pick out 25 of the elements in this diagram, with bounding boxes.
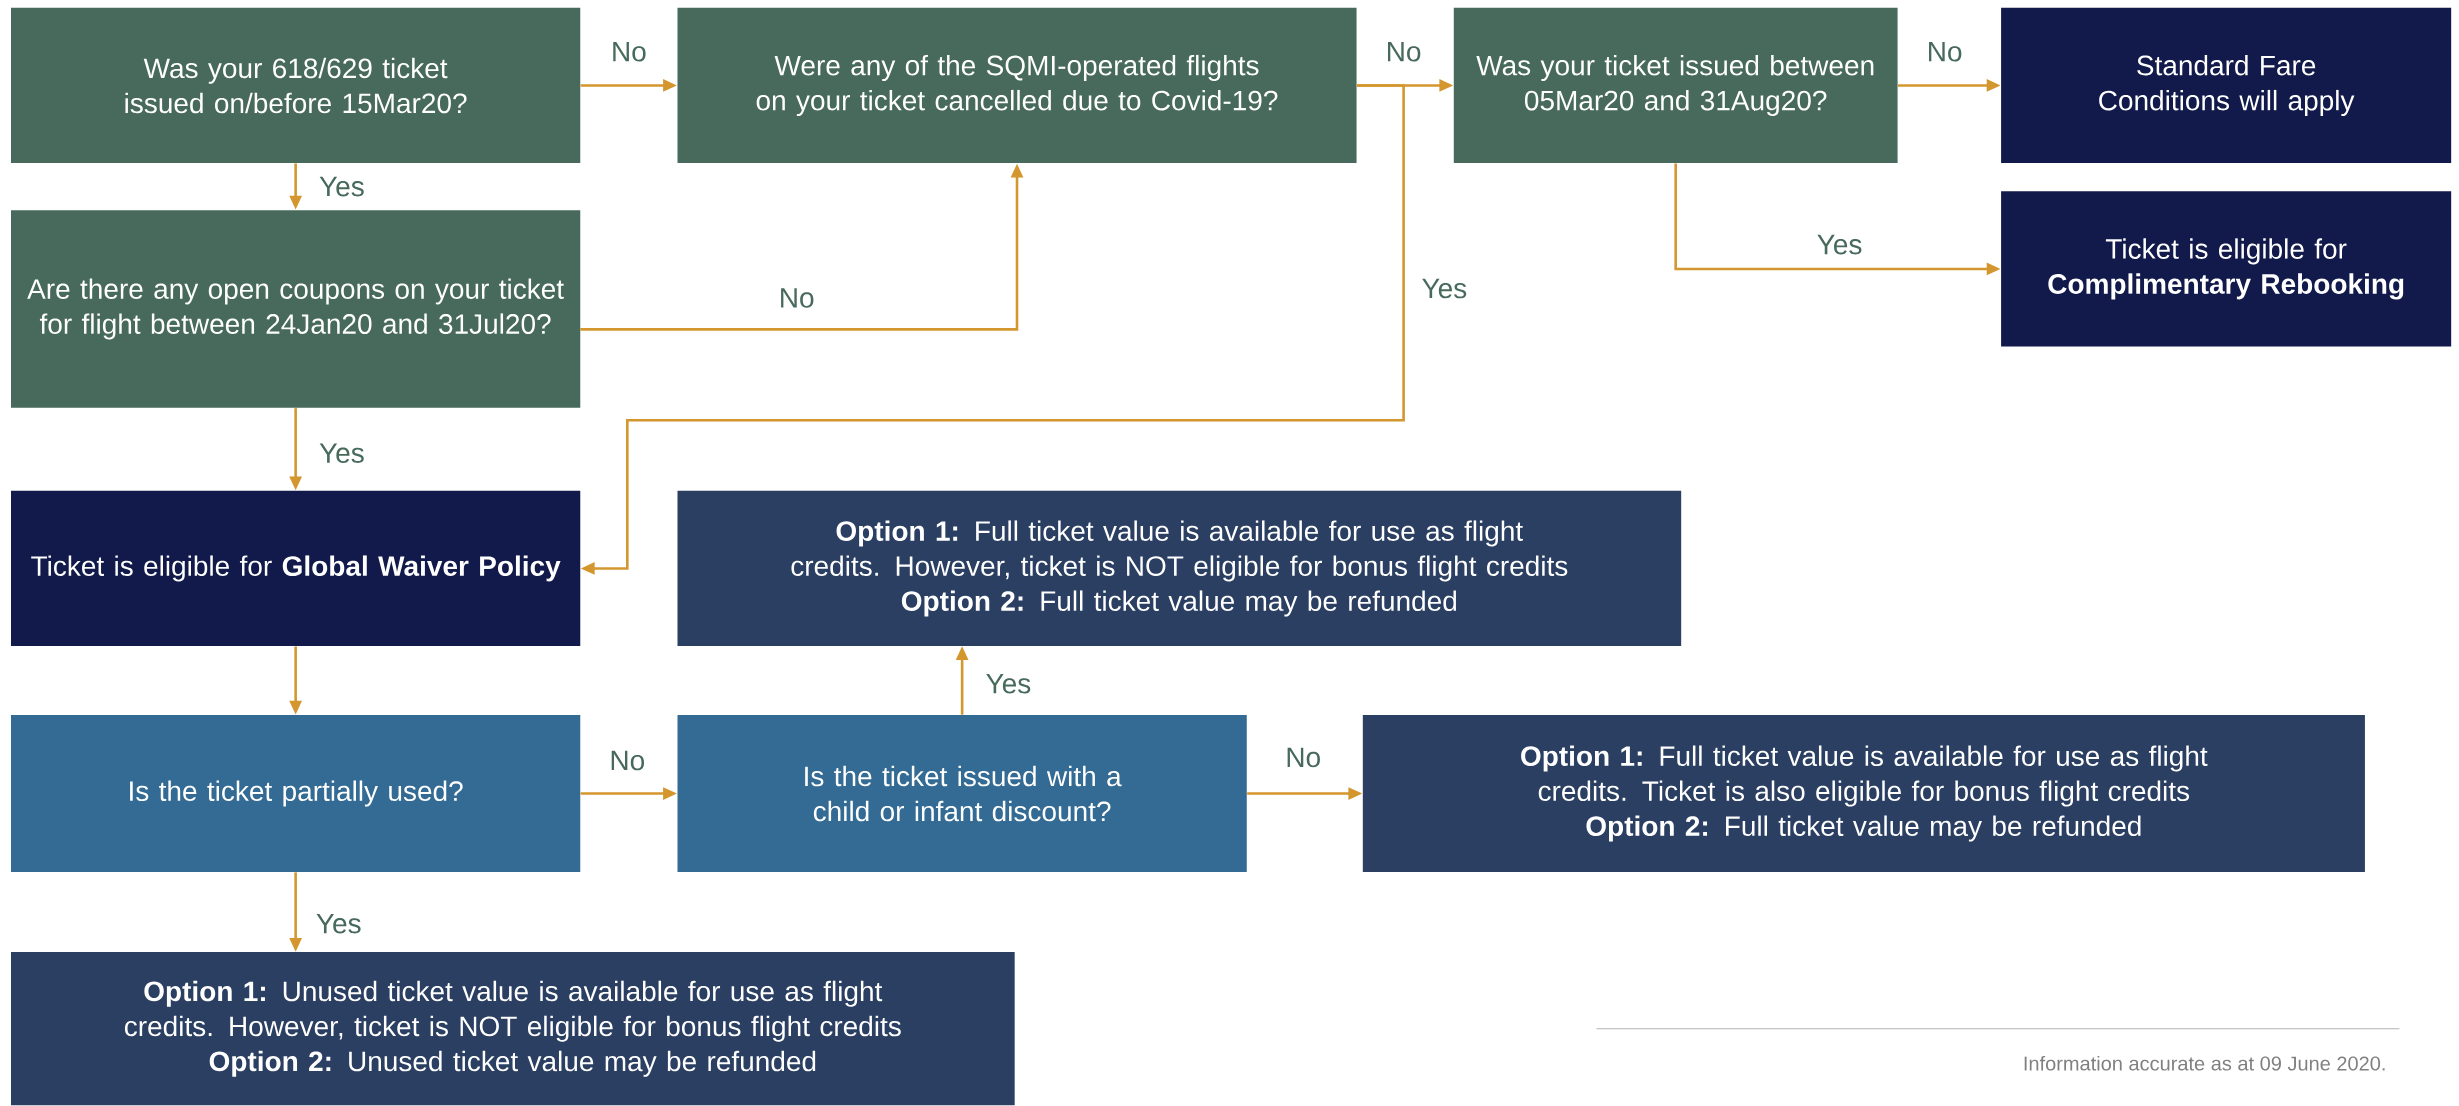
edge-label: Yes — [1817, 235, 1862, 255]
edge-label: No — [613, 42, 646, 62]
option-box: Option 1: Full ticket value is available for use as flight credits. However, ticket is NOT eligible for bonus flight credits Option 2: Full ticket value may be refunded — [677, 491, 1682, 647]
option-box: Option 1: Unused ticket value is available for use as flight credits. However, ticket is NOT eligible for bonus flight credits Option 2: Unused ticket value may be refunded — [11, 952, 1015, 1106]
edge-label: No — [1287, 747, 1320, 768]
edge-label: Yes — [319, 443, 364, 464]
result-box: Ticket is eligible for Complimentary Rebooking — [2001, 191, 2452, 347]
question-box: Are there any open coupons on your ticket for flight between 24Jan20 and 31Jul20? — [11, 210, 581, 408]
edge-label: Yes — [316, 914, 361, 934]
edge-label: Yes — [986, 674, 1031, 694]
edge-label: Yes — [1422, 279, 1467, 299]
question-box: Is the ticket partially used? — [11, 715, 581, 873]
question-box: Were any of the SQMI-operated flights on your ticket cancelled due to Covid-19? — [677, 8, 1357, 164]
option-box: Option 1: Full ticket value is available for use as flight credits. Ticket is also eligible for bonus flight credits Option 2: Full ticket value may be refunded — [1362, 715, 2365, 873]
footnote: Information accurate as at 09 June 2020. — [2024, 1056, 2385, 1071]
question-box: Was your 618/629 ticket issued on/before 15Mar20? — [11, 8, 581, 164]
edge-label: No — [611, 751, 645, 771]
result-box: Standard Fare Conditions will apply — [2001, 8, 2452, 164]
edge-label: No — [1929, 42, 1962, 62]
question-box: Is the ticket issued with a child or infant discount? — [677, 715, 1247, 873]
edge-label: Yes — [319, 177, 364, 197]
result-box: Ticket is eligible for Global Waiver Policy — [11, 491, 581, 647]
question-box: Was your ticket issued between 05Mar20 and 31Aug20? — [1453, 8, 1898, 164]
edge-label: No — [1388, 42, 1421, 62]
edge-label: No — [781, 288, 814, 308]
